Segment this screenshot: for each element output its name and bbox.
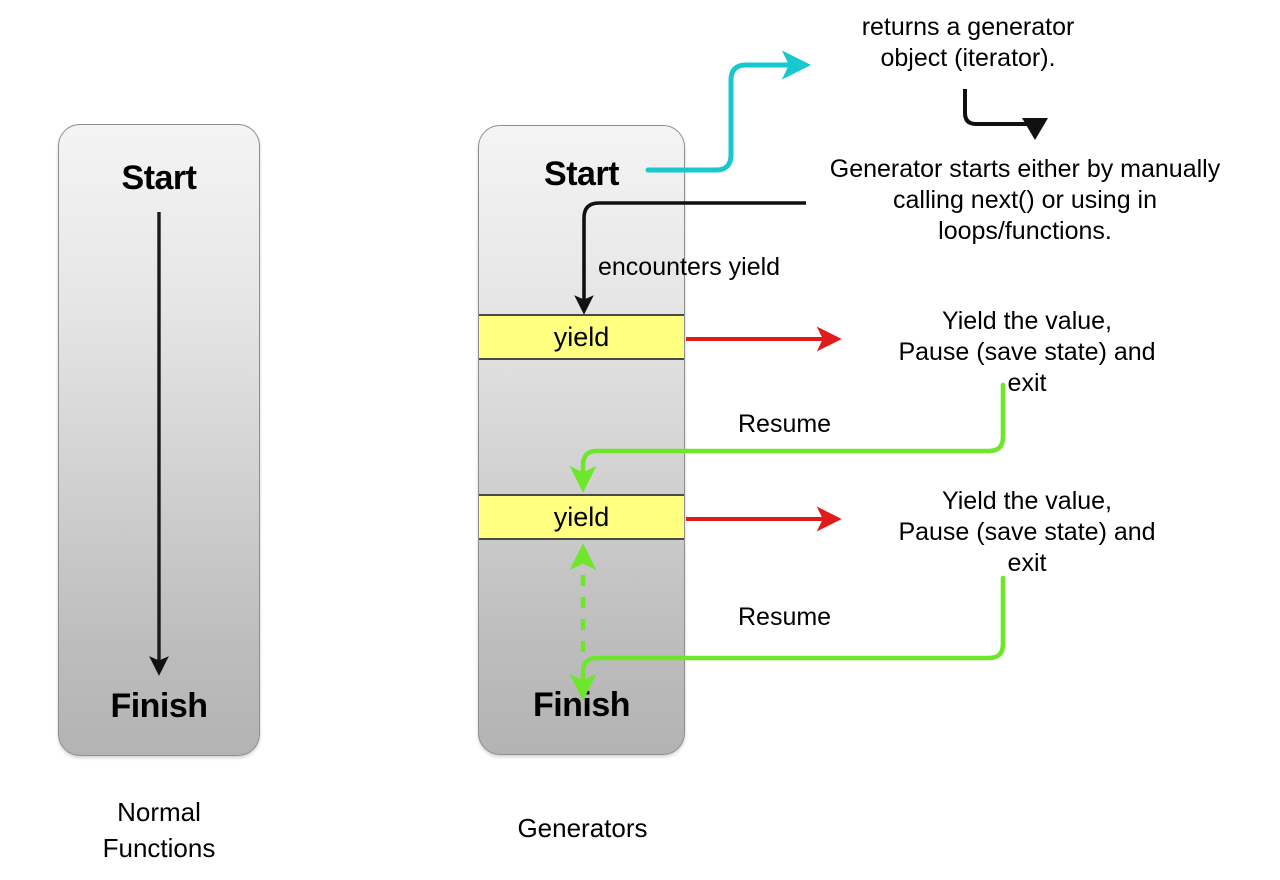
annotation-returns-generator: returns a generator object (iterator).	[861, 13, 1075, 72]
returns-to-starts-arrowhead	[1022, 118, 1048, 140]
generator-start-label: Start	[544, 155, 619, 193]
normal-functions-caption: Normal Functions	[102, 797, 216, 863]
yield-block-2: yield	[479, 494, 684, 540]
generator-finish-label: Finish	[532, 686, 631, 724]
edge-label-encounters-yield: encounters yield	[598, 253, 781, 281]
normal-finish-label: Finish	[110, 687, 208, 725]
annotation-yield-pause-1: Yield the value, Pause (save state) and …	[898, 307, 1156, 397]
annotation-yield-pause-2: Yield the value, Pause (save state) and …	[898, 487, 1156, 577]
normal-start-label: Start	[121, 159, 197, 197]
generators-caption: Generators	[517, 813, 648, 843]
edge-label-resume-1: Resume	[738, 410, 832, 438]
edge-label-resume-2: Resume	[738, 603, 832, 631]
generator-box: Start yield yield Finish	[478, 125, 685, 755]
annotation-generator-starts: Generator starts either by manually call…	[829, 155, 1221, 245]
yield-block-1: yield	[479, 314, 684, 360]
normal-function-box: Start Finish	[58, 124, 260, 756]
returns-to-starts-arrow	[963, 89, 1031, 126]
